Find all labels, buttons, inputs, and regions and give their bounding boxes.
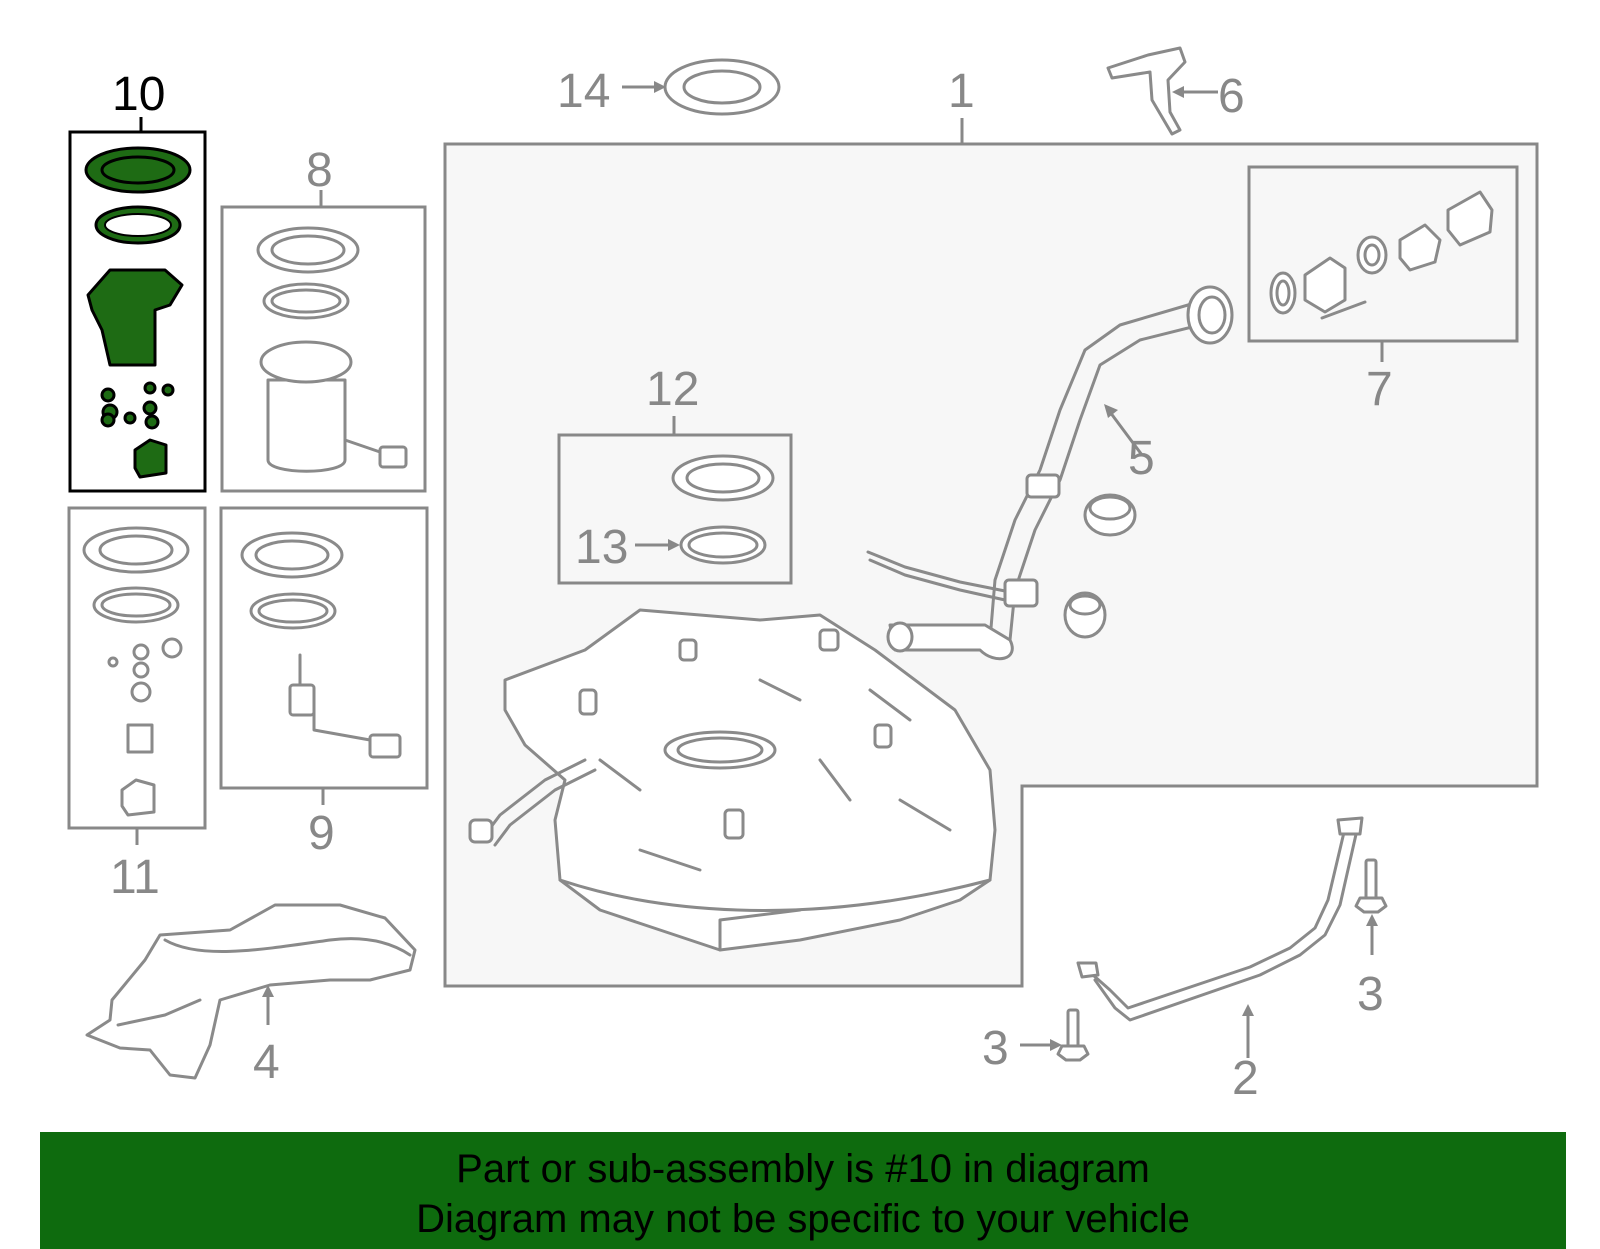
box-11 — [67, 506, 207, 845]
box-12 — [557, 416, 793, 585]
filler-pipe — [866, 285, 1234, 661]
callout-7: 7 — [1366, 363, 1393, 416]
callout-4: 4 — [253, 1036, 280, 1089]
part-3-bolts — [1020, 858, 1388, 1062]
part-4-heat-shield — [85, 903, 417, 1080]
callout-6: 6 — [1218, 70, 1245, 123]
banner-line-1: Part or sub-assembly is #10 in diagram — [456, 1147, 1150, 1191]
part-2-strap — [1076, 816, 1364, 1058]
callout-1: 1 — [948, 65, 975, 118]
callout-5: 5 — [1128, 432, 1155, 485]
fuel-tank — [468, 608, 997, 952]
info-banner: Part or sub-assembly is #10 in diagram D… — [40, 1132, 1566, 1249]
callout-2: 2 — [1232, 1052, 1259, 1105]
callout-11: 11 — [110, 851, 160, 904]
callout-8: 8 — [306, 144, 333, 197]
callout-13: 13 — [575, 521, 628, 574]
box-9 — [219, 506, 429, 805]
banner-line-2: Diagram may not be specific to your vehi… — [416, 1197, 1190, 1241]
box-7 — [1247, 165, 1519, 362]
callout-14: 14 — [557, 65, 610, 118]
hose-clamps — [1063, 493, 1137, 639]
box-8 — [220, 190, 427, 493]
callout-3-left: 3 — [982, 1022, 1009, 1075]
part-14-plate — [622, 58, 781, 116]
callout-10: 10 — [112, 68, 165, 121]
callout-9: 9 — [308, 807, 335, 860]
callout-12: 12 — [646, 363, 699, 416]
part-6-bracket — [1106, 46, 1218, 136]
box-10-highlighted — [68, 117, 207, 493]
callout-3-right: 3 — [1357, 968, 1384, 1021]
